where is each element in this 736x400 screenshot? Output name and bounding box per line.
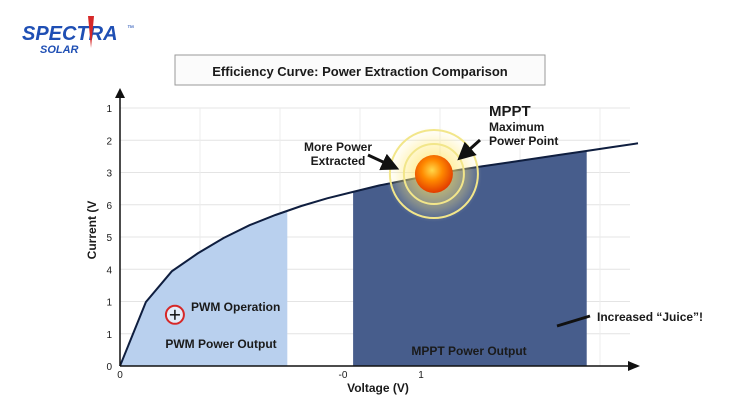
y-tick-label: 1 bbox=[106, 104, 112, 115]
mppt-sub-label-1: Maximum bbox=[489, 120, 544, 134]
y-tick-label: 4 bbox=[106, 265, 112, 276]
mppt-region-label: MPPT Power Output bbox=[411, 344, 526, 358]
pwm-region bbox=[120, 210, 288, 366]
x-tick-label: -0 bbox=[339, 370, 348, 381]
y-tick-labels: 0 1 1 4 5 6 3 2 1 bbox=[106, 104, 112, 373]
x-tick-label: 0 bbox=[117, 370, 123, 381]
mppt-sun-marker bbox=[385, 126, 482, 222]
y-axis-arrow-icon bbox=[115, 88, 125, 98]
y-axis-label: Current (V bbox=[85, 201, 99, 260]
y-tick-label: 1 bbox=[106, 330, 112, 341]
x-axis-arrow-icon bbox=[628, 361, 640, 371]
more-power-label-1: More Power bbox=[304, 140, 372, 154]
logo-star-mark bbox=[88, 16, 94, 48]
pwm-region-label: PWM Power Output bbox=[165, 337, 276, 351]
logo-trademark: ™ bbox=[127, 25, 134, 32]
y-tick-label: 1 bbox=[106, 298, 112, 309]
mppt-arrow bbox=[457, 138, 482, 161]
y-tick-label: 2 bbox=[106, 136, 112, 147]
x-tick-label: 1 bbox=[418, 370, 424, 381]
pwm-operation-marker bbox=[164, 304, 185, 325]
mppt-sub-label-2: Power Point bbox=[489, 134, 558, 148]
juice-pointer-line bbox=[556, 314, 591, 328]
sun-halo-inner bbox=[402, 143, 465, 205]
more-power-label-2: Extracted bbox=[311, 154, 366, 168]
title-box bbox=[174, 54, 546, 86]
iv-curve-line bbox=[119, 142, 639, 367]
juice-label: Increased “Juice”! bbox=[597, 310, 703, 324]
y-tick-label: 3 bbox=[106, 169, 112, 180]
pwm-operation-label: PWM Operation bbox=[191, 300, 280, 314]
x-tick-labels: 0 -0 1 bbox=[117, 370, 424, 381]
y-tick-label: 6 bbox=[106, 201, 112, 212]
y-tick-label: 0 bbox=[106, 362, 112, 373]
x-axis-label: Voltage (V) bbox=[347, 381, 409, 395]
chart-title: Efficiency Curve: Power Extraction Compa… bbox=[212, 64, 508, 79]
logo-subword: SOLAR bbox=[40, 44, 79, 56]
spectra-solar-logo: SPECTRA SOLAR ™ bbox=[22, 16, 134, 56]
more-power-arrow bbox=[367, 153, 400, 171]
sun-core bbox=[414, 155, 453, 193]
y-tick-label: 5 bbox=[106, 233, 112, 244]
logo-word: SPECTRA bbox=[22, 23, 118, 45]
sun-halo-outer bbox=[388, 129, 479, 219]
mppt-label: MPPT bbox=[489, 103, 531, 120]
